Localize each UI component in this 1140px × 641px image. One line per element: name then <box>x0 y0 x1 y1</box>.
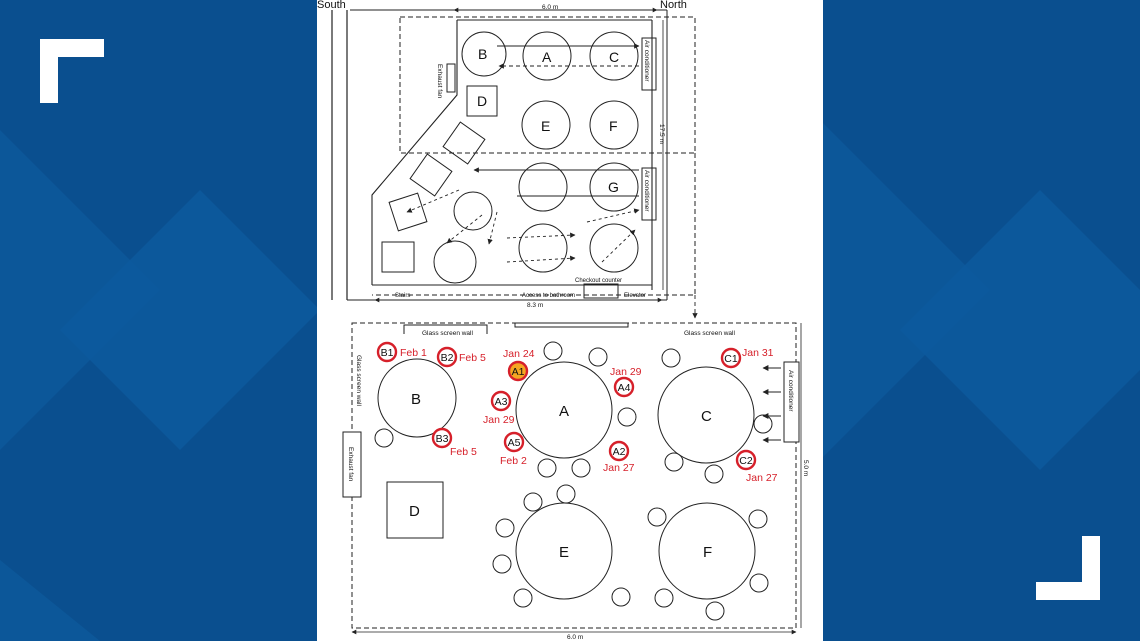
zone-upper-dashed <box>399 16 696 154</box>
north-label: North <box>660 0 687 11</box>
seat-a1: A1 Jan 24 <box>503 348 535 382</box>
bottom-floor-plan <box>342 322 802 635</box>
bathroom-label: Access to bathroom <box>522 293 575 299</box>
air-conditioner-label: Air conditioner <box>643 170 650 212</box>
exhaust-fan-label: Exhaust fan <box>436 64 443 99</box>
glass-wall-top-label: Glass screen wall <box>422 330 473 337</box>
table-label-c: C <box>701 408 712 425</box>
air-conditioner-label: Air conditioner <box>787 370 794 412</box>
seat-id: A1 <box>512 366 525 378</box>
seat-date: Jan 29 <box>483 414 515 426</box>
top-plan-labels: South North 6.0 m 8.3 m 17.5 m Exhaust f… <box>317 0 687 309</box>
table-c <box>657 366 755 464</box>
table-label-a: A <box>542 49 552 65</box>
corner-bracket-bottom-right-vertical <box>1082 536 1100 600</box>
seat-id: B3 <box>436 433 449 445</box>
width-dim-label: 6.0 m <box>542 4 558 11</box>
table-label-d: D <box>409 503 420 520</box>
depth-dim-label: 5.0 m <box>802 460 809 476</box>
seat-id: C1 <box>724 353 738 365</box>
seat-a5: A5 Feb 2 <box>500 431 527 467</box>
seat-id: B2 <box>441 352 454 364</box>
table-a <box>515 361 613 459</box>
seat-a4: A4 Jan 29 <box>610 366 642 398</box>
table-label-a: A <box>559 403 569 420</box>
seat-id: A4 <box>618 382 631 394</box>
seat-date: Jan 27 <box>603 462 635 474</box>
table-b <box>377 358 457 438</box>
air-conditioner-label: Air conditioner <box>643 40 650 82</box>
width-dim-bottom-label: 8.3 m <box>527 302 543 309</box>
checkout-label: Checkout counter <box>575 278 622 284</box>
seat-date: Jan 31 <box>742 347 774 359</box>
table-label-b: B <box>411 391 421 408</box>
seat-b1: B1 Feb 1 <box>376 341 427 363</box>
stairs-label: Stairs <box>395 293 410 299</box>
top-floor-plan <box>331 7 698 319</box>
seat <box>374 428 394 448</box>
seat-c2: C2 Jan 27 <box>735 449 778 484</box>
table-label-e: E <box>541 118 550 134</box>
exhaust-fan-label: Exhaust fan <box>347 447 354 482</box>
seat-date: Jan 24 <box>503 348 535 360</box>
seat-date: Feb 5 <box>450 446 477 458</box>
seat-id: A2 <box>613 446 626 458</box>
bottom-plan-labels: Glass screen wall Glass screen wall Glas… <box>347 330 809 641</box>
table-label-e: E <box>559 544 569 561</box>
floor-plan-svg: South North 6.0 m 8.3 m 17.5 m Exhaust f… <box>317 0 809 641</box>
table-d <box>386 481 444 539</box>
glass-wall-left-label: Glass screen wall <box>355 355 362 406</box>
seat-id: A3 <box>495 396 508 408</box>
south-label: South <box>317 0 346 11</box>
seat-a2: A2 Jan 27 <box>603 440 635 474</box>
table-label-d: D <box>477 93 487 109</box>
elevator-label: Elevator <box>624 293 646 299</box>
seat-date: Jan 29 <box>610 366 642 378</box>
glass-wall-right-label: Glass screen wall <box>684 330 735 337</box>
seat-date: Feb 1 <box>400 347 427 359</box>
seat-b3: B3 Feb 5 <box>431 427 477 458</box>
seat-date: Jan 27 <box>746 472 778 484</box>
seat-c1: C1 Jan 31 <box>720 347 774 369</box>
seat-id: A5 <box>508 437 521 449</box>
seat-date: Feb 2 <box>500 455 527 467</box>
seat-date: Feb 5 <box>459 352 486 364</box>
corner-bracket-top-left-vertical <box>40 39 58 103</box>
table-label-f: F <box>609 118 618 134</box>
room-outline-dashed <box>351 322 797 629</box>
table-f <box>658 502 756 600</box>
seat-id: B1 <box>381 347 394 359</box>
highlighted-seats: B1 Feb 1 B2 Feb 5 B3 Feb 5 A1 Jan 24 A3 … <box>376 341 778 484</box>
seat-id: C2 <box>739 455 753 467</box>
table-label-g: G <box>608 179 619 195</box>
table-label-b: B <box>478 46 487 62</box>
table-label-c: C <box>609 49 619 65</box>
depth-dim-label: 17.5 m <box>658 124 665 144</box>
width-dim-label: 6.0 m <box>567 634 583 641</box>
table-label-f: F <box>703 544 712 561</box>
seat-a3: A3 Jan 29 <box>483 390 515 426</box>
floor-plan-document: South North 6.0 m 8.3 m 17.5 m Exhaust f… <box>317 0 823 641</box>
seat-b2: B2 Feb 5 <box>436 346 486 368</box>
